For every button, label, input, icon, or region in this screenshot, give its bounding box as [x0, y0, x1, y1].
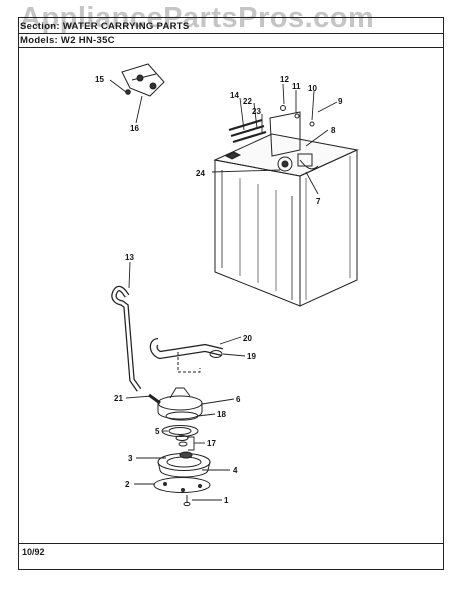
- cabinet: [213, 111, 359, 307]
- callout-12: 12: [280, 75, 289, 84]
- callout-2: 2: [125, 480, 130, 489]
- revision-date: 10/92: [22, 547, 45, 557]
- watermark: AppliancePartsPros.com: [20, 2, 375, 34]
- inlet-hose-fittings: [228, 105, 315, 144]
- pump-hose: [149, 338, 223, 373]
- callout-21: 21: [114, 394, 123, 403]
- leader-lines: [109, 79, 338, 501]
- callout-16: 16: [130, 124, 139, 133]
- page-frame: [18, 17, 444, 570]
- screw: [183, 495, 191, 507]
- callout-14: 14: [230, 91, 239, 100]
- callout-3: 3: [128, 454, 133, 463]
- callout-19: 19: [247, 352, 256, 361]
- callout-13: 13: [125, 253, 134, 262]
- callout-24: 24: [196, 169, 205, 178]
- callout-4: 4: [233, 466, 238, 475]
- callout-8: 8: [331, 126, 336, 135]
- callout-9: 9: [338, 97, 343, 106]
- callout-5: 5: [155, 427, 160, 436]
- callout-18: 18: [217, 410, 226, 419]
- header-divider: [19, 33, 443, 34]
- hose-bracket: [121, 63, 165, 97]
- callout-15: 15: [95, 75, 104, 84]
- section-title: Section: WATER CARRYING PARTS: [20, 21, 190, 32]
- callout-1: 1: [224, 496, 229, 505]
- pump-assembly: [148, 387, 203, 421]
- callout-17: 17: [207, 439, 216, 448]
- callout-7: 7: [316, 197, 321, 206]
- callout-labels: 15 16 14 22 23 12 11 10 9 8 7 24 13 20 1…: [95, 75, 343, 505]
- callout-23: 23: [252, 107, 261, 116]
- callout-22: 22: [243, 97, 252, 106]
- callout-11: 11: [292, 82, 301, 91]
- callout-6: 6: [236, 395, 241, 404]
- models-title: Models: W2 HN-35C: [20, 35, 115, 46]
- pump-pulley: [161, 425, 199, 447]
- header-divider-2: [19, 47, 443, 48]
- callout-20: 20: [243, 334, 252, 343]
- callout-10: 10: [308, 84, 317, 93]
- drain-hose: [111, 285, 142, 392]
- gear-housing: [157, 451, 211, 478]
- footer-divider: [19, 543, 443, 544]
- base-plate: [153, 477, 211, 493]
